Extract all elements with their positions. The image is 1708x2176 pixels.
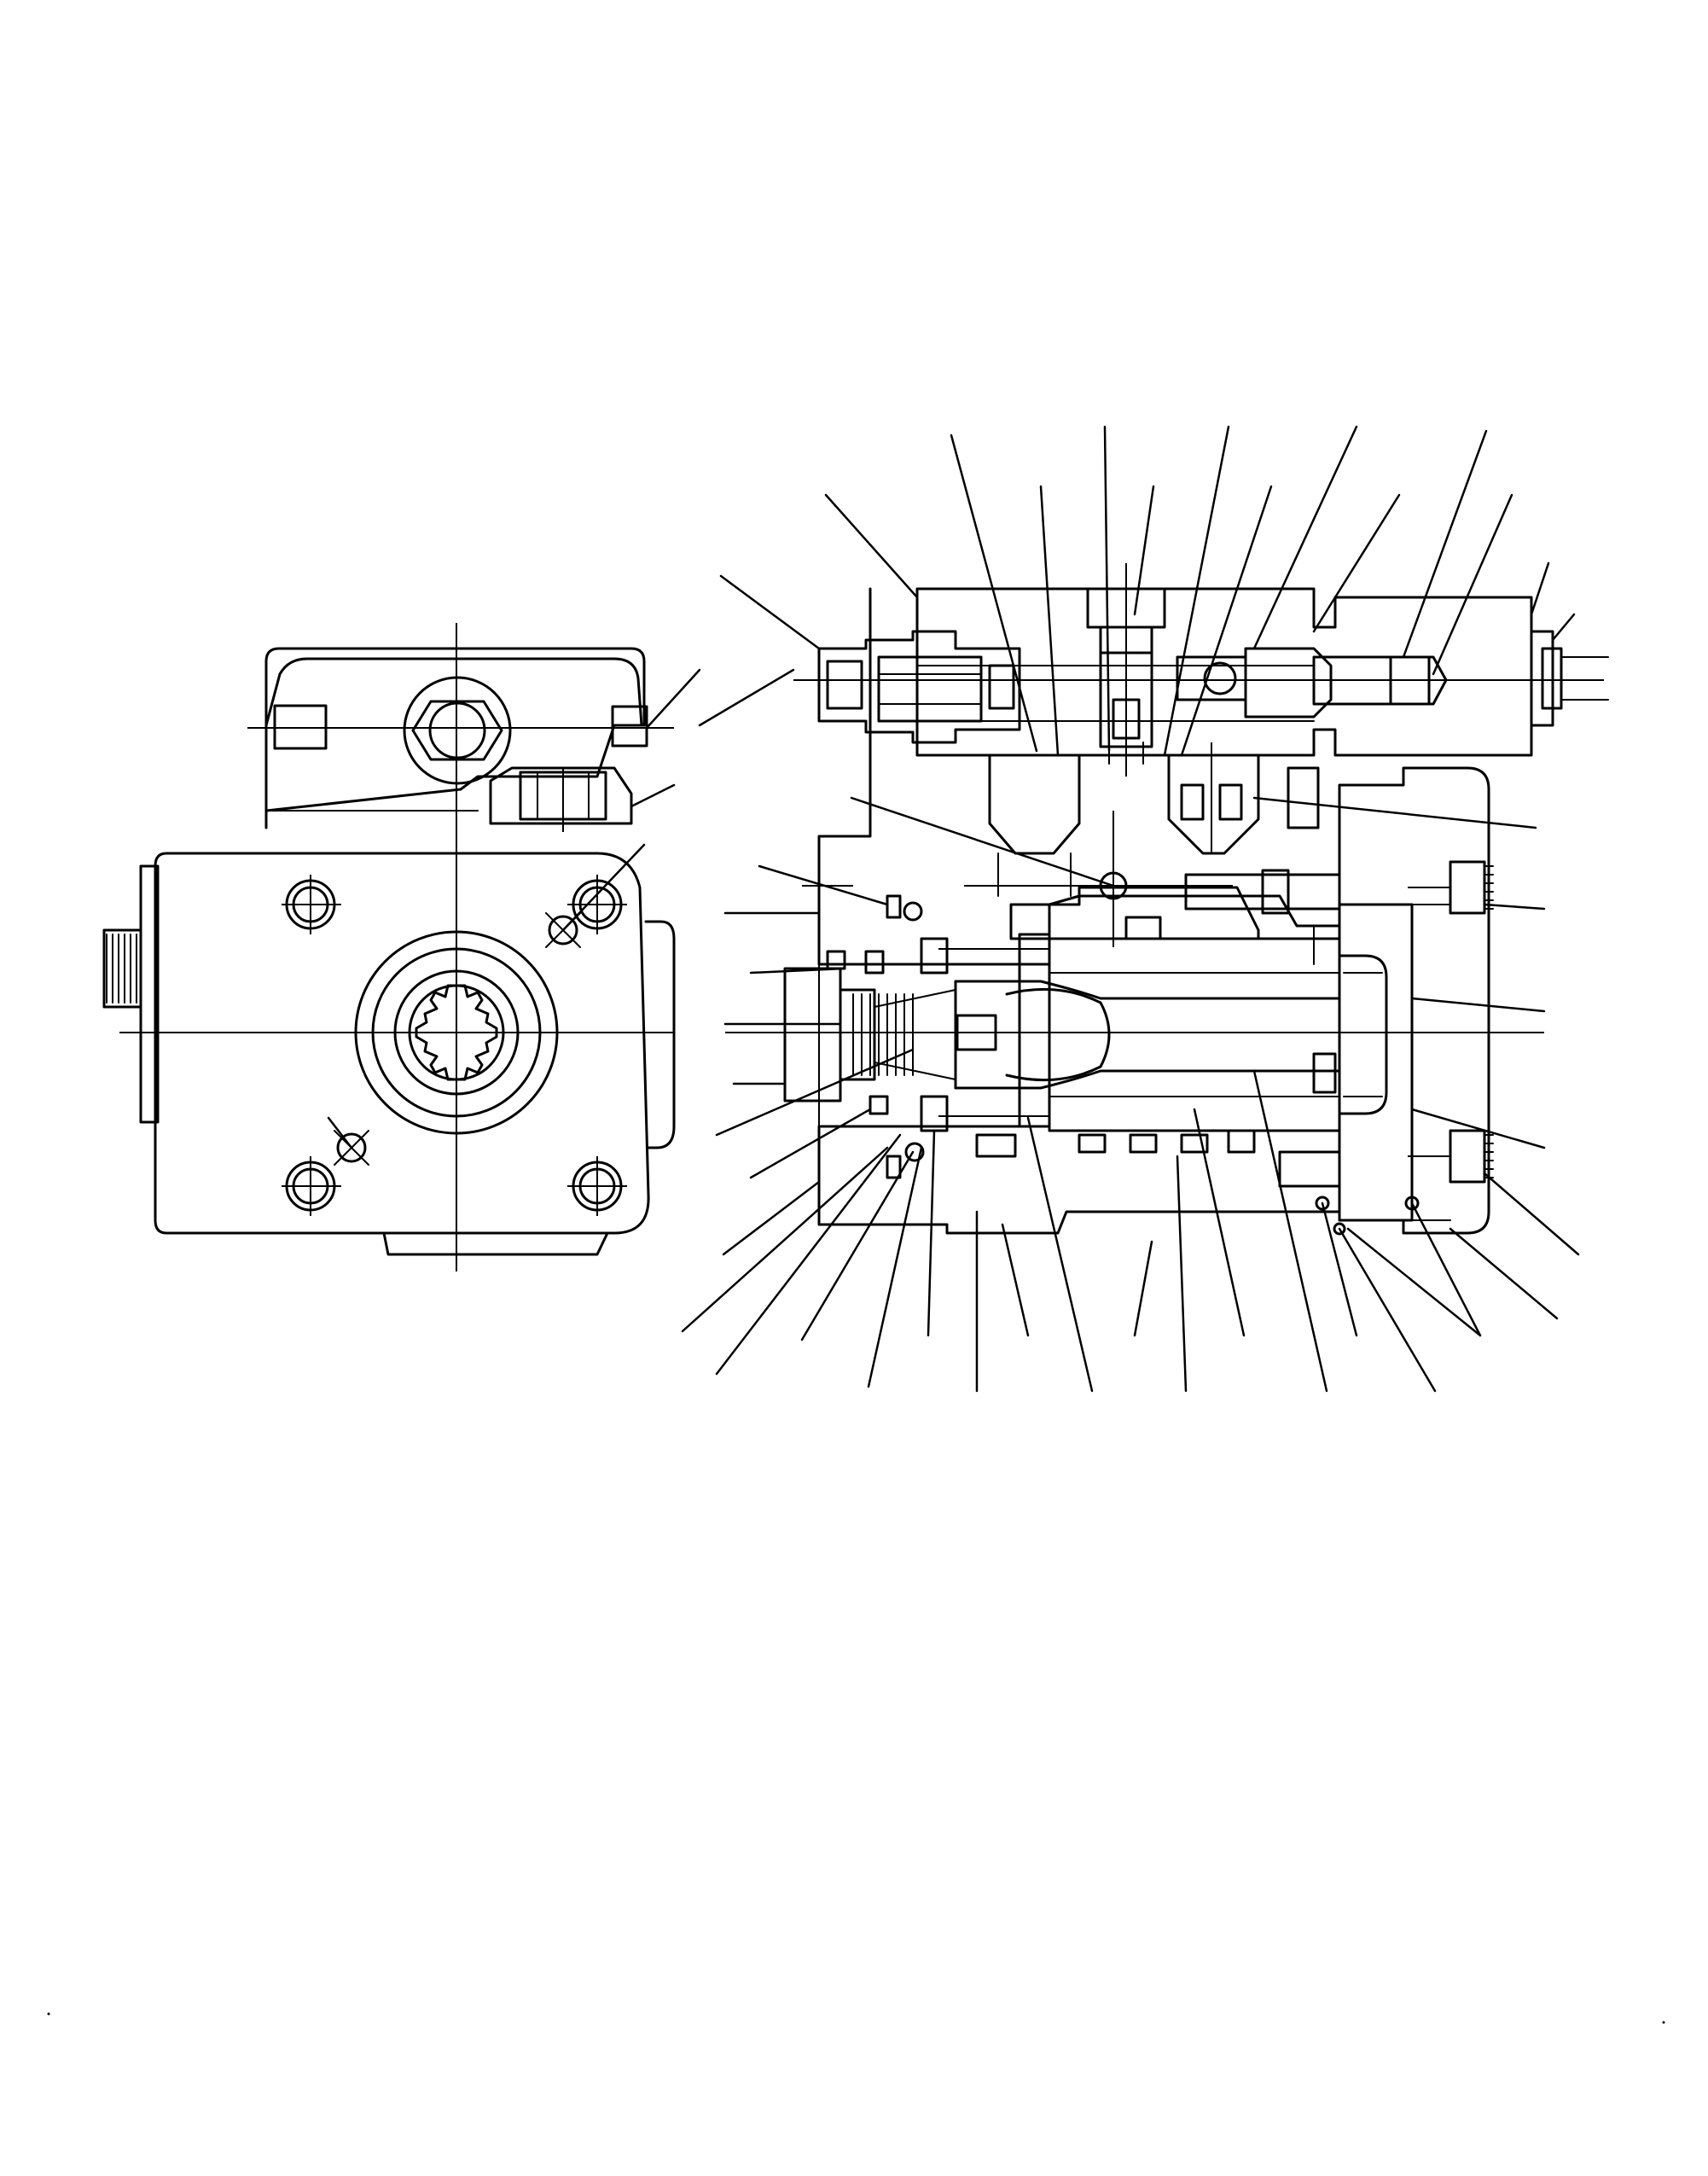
callout-leaders-right bbox=[1252, 796, 1580, 1256]
shaft-spline-teeth bbox=[852, 993, 914, 1076]
callout-leaders-top bbox=[698, 425, 1576, 887]
spline-teeth-bottom-right bbox=[1484, 1134, 1494, 1178]
corner-mark bbox=[47, 2012, 50, 2016]
corner-mark bbox=[1662, 2021, 1665, 2024]
spline-teeth-left bbox=[106, 934, 137, 1004]
section-view bbox=[681, 425, 1609, 1393]
callout-leaders-left bbox=[715, 864, 915, 1179]
callout-leaders-bottom bbox=[681, 1069, 1559, 1393]
end-view bbox=[102, 623, 701, 1271]
spline-teeth-top-right bbox=[1484, 865, 1494, 910]
